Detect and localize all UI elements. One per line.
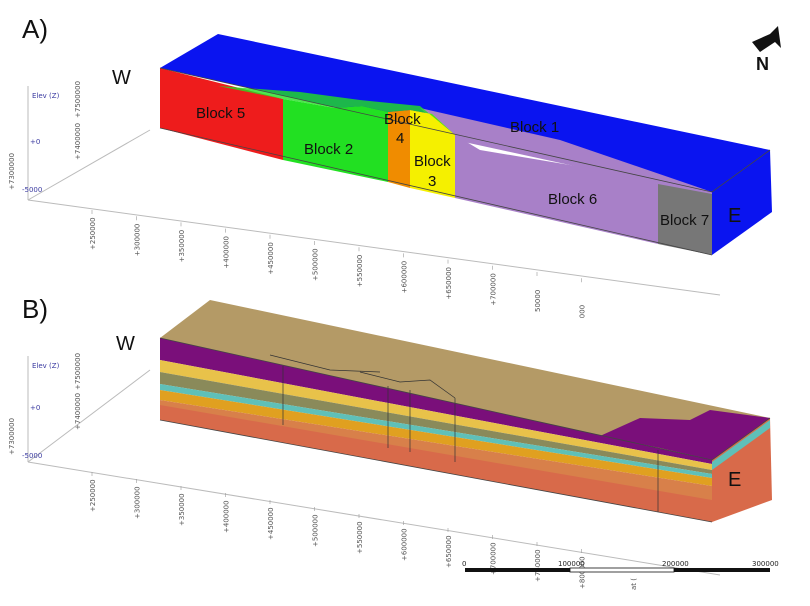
block-4-face: [388, 110, 410, 188]
panel-b-y-tick-1: +7400000: [74, 393, 82, 430]
panel-b-x-tick-label: +500000: [312, 514, 320, 547]
panel-a-east-label: E: [728, 205, 741, 227]
scale-bar: 0 100000 200000 300000 at (: [462, 560, 779, 590]
block-6-face: [455, 135, 658, 244]
panel-a-z-tick: +7500000: [74, 81, 82, 118]
panel-b-x-tick-label: +350000: [178, 493, 186, 526]
block-5-label: Block 5: [196, 105, 245, 122]
north-arrow: N: [752, 26, 781, 74]
panel-a-x-tick-label: 000: [579, 305, 587, 318]
block-east-side: [712, 150, 772, 255]
panel-b: B) Elev (Z) +0 -5000 +7500000 +7300000 +…: [8, 294, 772, 589]
panel-b-layer-model: [159, 300, 772, 523]
panel-a-y-tick-0: +7300000: [8, 153, 16, 190]
block-3-label-word: Block: [414, 153, 451, 170]
block-6-label: Block 6: [548, 191, 597, 208]
layer-top-surface: [160, 300, 770, 460]
scale-label-0: 0: [462, 560, 466, 568]
panel-a-x-tick-label: +350000: [178, 230, 186, 263]
north-arrow-icon: [752, 26, 781, 52]
layer-olive: [160, 372, 712, 474]
panel-b-x-tick-label: +400000: [223, 500, 231, 533]
panel-a-x-tick-label: +450000: [267, 242, 275, 275]
panel-a-x-tick-label: 50000: [534, 290, 542, 312]
block-2-face: [283, 99, 388, 182]
scale-bar-segment: [569, 567, 675, 573]
layer-red-base: [160, 405, 712, 522]
panel-a-x-tick-label: +250000: [89, 217, 97, 250]
block-7-label: Block 7: [660, 212, 709, 229]
panel-b-x-tick-label: +700000: [490, 542, 498, 575]
panel-a-elev-tick-1: -5000: [22, 186, 42, 194]
block-1-region: [420, 108, 712, 196]
layer-gold: [160, 390, 712, 486]
panel-a-x-tick-label: +700000: [490, 273, 498, 306]
panel-a: A) Elev (Z) +0 -5000 +7500000 +7300000 +…: [8, 14, 772, 318]
panel-a-elev-title: Elev (Z): [32, 92, 60, 100]
north-label: N: [756, 54, 769, 74]
panel-b-x-tick-label: +250000: [89, 479, 97, 512]
panel-a-x-ticks: +250000 +300000 +350000 +400000 +450000 +5000…: [89, 210, 587, 318]
panel-b-x-ticks: +250000 +300000 +350000 +400000 +450000 +5000…: [89, 472, 587, 589]
panel-b-elev-title: Elev (Z): [32, 362, 60, 370]
panel-b-elev-tick-0: +0: [30, 404, 40, 412]
layer-purple: [160, 338, 712, 464]
layer-east-side: [712, 418, 772, 522]
block-5-face: [160, 68, 283, 160]
panel-a-axes: [27, 86, 721, 296]
panel-b-elev-tick-1: -5000: [22, 452, 42, 460]
panel-a-label: A): [22, 14, 48, 44]
layer-east-side-band: [712, 420, 770, 470]
scale-label-3: 300000: [752, 560, 779, 568]
panel-b-x-tick-label: +550000: [356, 521, 364, 554]
panel-b-y-tick-0: +7300000: [8, 418, 16, 455]
block-7-face: [658, 184, 712, 255]
scale-unit-fragment: at (: [630, 578, 638, 590]
panel-b-x-tick-label: +800000: [579, 556, 587, 589]
block-4-label-number: 4: [396, 130, 404, 147]
panel-a-x-tick-label: +500000: [312, 248, 320, 281]
panel-a-x-tick-label: +300000: [134, 224, 142, 257]
panel-a-x-tick-label: +400000: [223, 236, 231, 269]
fault-lines: [269, 354, 659, 512]
panel-a-x-tick-label: +550000: [356, 255, 364, 288]
block-4-label-word: Block: [384, 111, 421, 128]
panel-b-x-tick-label: +750000: [534, 549, 542, 582]
scale-label-1: 100000: [558, 560, 585, 568]
panel-b-x-tick-label: +650000: [445, 535, 453, 568]
layer-yellow: [160, 360, 712, 470]
panel-a-x-tick-label: +600000: [401, 261, 409, 294]
layer-purple-top-patch: [600, 410, 770, 460]
panel-b-label: B): [22, 294, 48, 324]
panel-b-z-tick: +7500000: [74, 353, 82, 390]
block-top-surface: [160, 34, 770, 192]
panel-b-x-tick-label: +300000: [134, 486, 142, 519]
panel-a-west-label: W: [112, 67, 131, 89]
panel-a-elev-tick-0: +0: [30, 138, 40, 146]
block-3-label-number: 3: [428, 173, 436, 190]
panel-a-y-tick-1: +7400000: [74, 123, 82, 160]
panel-a-block-model: [159, 34, 772, 256]
panel-b-east-label: E: [728, 469, 741, 491]
panel-a-x-tick-label: +650000: [445, 267, 453, 300]
panel-b-west-label: W: [116, 333, 135, 355]
panel-b-axes: [27, 356, 721, 576]
panel-b-x-tick-label: +600000: [401, 528, 409, 561]
scale-label-2: 200000: [662, 560, 689, 568]
block-1-label: Block 1: [510, 119, 559, 136]
block-2-label: Block 2: [304, 141, 353, 158]
panel-b-x-tick-label: +450000: [267, 507, 275, 540]
layer-teal: [160, 384, 712, 478]
